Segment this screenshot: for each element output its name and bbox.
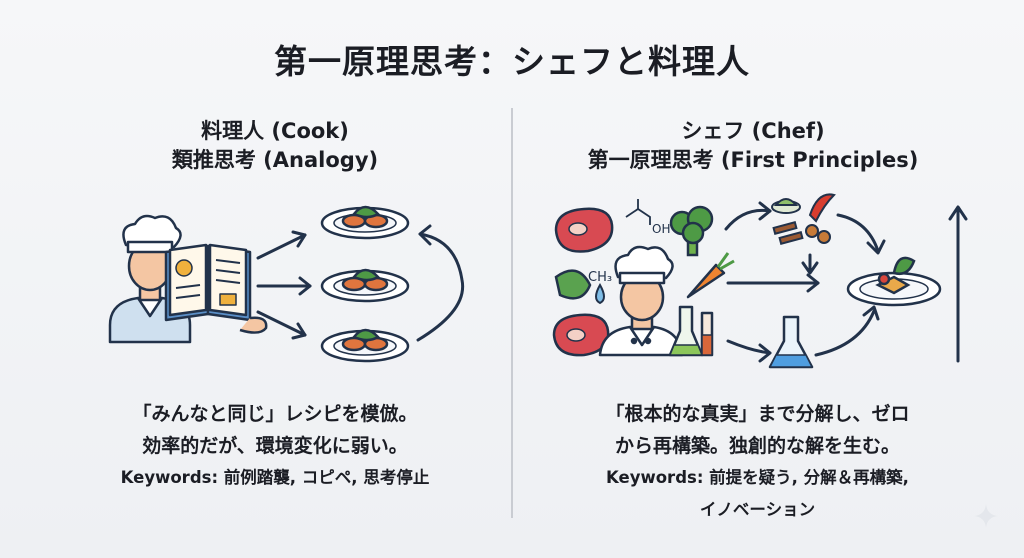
molecule-icon: OH — [625, 199, 670, 236]
chef-heading-line1: シェフ (Chef) — [681, 119, 825, 143]
leaf-icon — [554, 269, 592, 300]
cook-description: 「みんなと同じ」レシピを模倣。 効率的だが、環境変化に弱い。 Keywords:… — [70, 398, 480, 494]
chef-keywords-line2: イノベーション — [699, 500, 816, 519]
chef-arrows — [724, 201, 968, 363]
chef-figure-icon — [598, 245, 684, 357]
flask-icon — [700, 311, 714, 357]
cook-heading-line1: 料理人 (Cook) — [201, 119, 349, 143]
page-title: 第一原理思考：シェフと料理人 — [274, 42, 750, 81]
chef-illustration: CH₃ OH — [552, 193, 968, 369]
final-dish-icon — [846, 256, 942, 307]
cook-heading-line2: 類推思考 (Analogy) — [171, 148, 379, 172]
chem-label-ch3: CH₃ — [588, 270, 612, 285]
center-divider — [511, 108, 513, 518]
cook-heading: 料理人 (Cook) 類推思考 (Analogy) — [110, 117, 440, 175]
chem-label-oh: OH — [652, 222, 670, 236]
plate-icon — [320, 328, 410, 363]
chef-description-line2: から再構築。独創的な解を生む。 — [614, 435, 900, 457]
cook-arrows — [256, 224, 465, 342]
recipe-book-icon — [164, 243, 268, 334]
chef-description-line1: 「根本的な真実」まで分解し、ゼロ — [605, 403, 910, 425]
cook-figure-icon — [108, 214, 192, 344]
spices-icon — [771, 193, 836, 245]
cook-description-line1: 「みんなと同じ」レシピを模倣。 — [132, 403, 418, 425]
cook-description-line2: 効率的だが、環境変化に弱い。 — [142, 435, 408, 457]
flask-icon — [668, 305, 704, 357]
cook-illustration — [108, 205, 465, 363]
cook-keywords: Keywords: 前例踏襲, コピペ, 思考停止 — [120, 468, 430, 487]
meat-icon — [554, 207, 614, 253]
carrot-icon — [686, 252, 735, 299]
chef-keywords-line1: Keywords: 前提を疑う, 分解＆再構築, — [606, 468, 909, 487]
chef-heading-line2: 第一原理思考 (First Principles) — [587, 148, 919, 172]
chef-heading: シェフ (Chef) 第一原理思考 (First Principles) — [548, 117, 958, 175]
water-drop-icon — [595, 282, 605, 305]
broccoli-icon — [669, 205, 714, 257]
flask-icon — [768, 315, 814, 369]
plate-icon — [320, 268, 410, 303]
meat-icon — [552, 313, 610, 357]
plate-icon — [320, 205, 410, 240]
chef-description: 「根本的な真実」まで分解し、ゼロ から再構築。独創的な解を生む。 Keyword… — [545, 398, 970, 526]
sparkle-icon — [974, 504, 998, 528]
